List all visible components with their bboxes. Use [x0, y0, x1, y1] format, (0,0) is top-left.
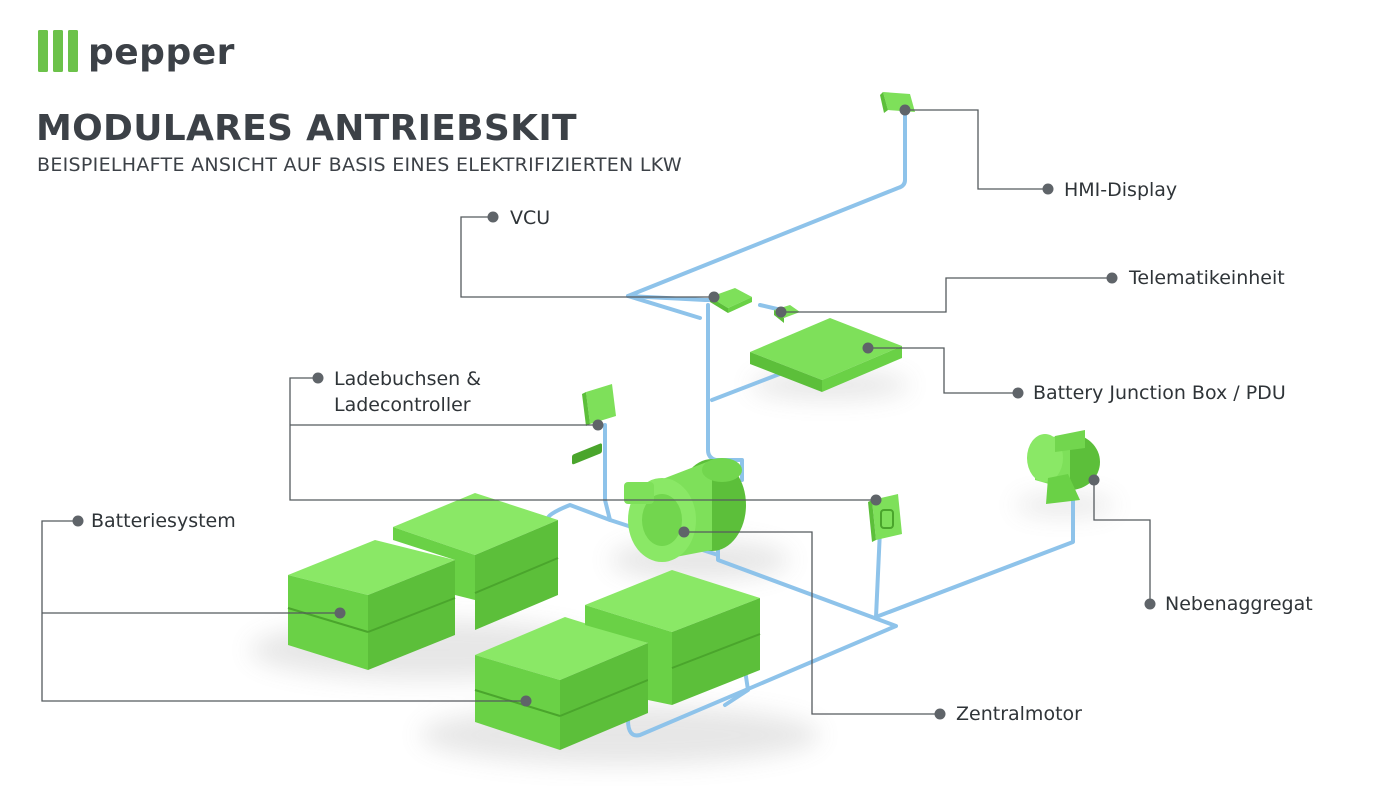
- logo-wordmark: pepper: [88, 32, 235, 73]
- logo-bars-icon: [38, 30, 78, 72]
- page-title: MODULARES ANTRIEBSKIT: [36, 108, 577, 149]
- leader-lines: [41, 109, 1151, 715]
- auxiliary-unit-component: [1027, 430, 1100, 504]
- charging-socket-component: [868, 494, 902, 542]
- anchor-dots: [72, 104, 1156, 720]
- bjb-pdu-component: [750, 318, 902, 392]
- label-battery-junction-box: Battery Junction Box / PDU: [1033, 382, 1286, 404]
- label-telematics: Telematikeinheit: [1129, 267, 1285, 289]
- label-battery-system: Batteriesystem: [91, 510, 236, 532]
- battery-pack-3: [474, 443, 649, 750]
- label-vcu: VCU: [510, 207, 551, 229]
- label-charging-line1: Ladebuchsen &: [334, 368, 482, 390]
- label-central-motor: Zentralmotor: [956, 703, 1082, 725]
- label-hmi-display: HMI-Display: [1064, 179, 1178, 201]
- charging-controller-component: [582, 384, 616, 426]
- central-motor-component: [624, 458, 746, 562]
- page-subtitle: BEISPIELHAFTE ANSICHT AUF BASIS EINES EL…: [37, 154, 682, 176]
- label-auxiliary-unit: Nebenaggregat: [1165, 593, 1313, 615]
- battery-pack-1: [287, 540, 456, 670]
- battery-pack-4: [585, 570, 761, 705]
- battery-pack-2: [393, 493, 559, 630]
- label-charging-line2: Ladecontroller: [334, 394, 471, 416]
